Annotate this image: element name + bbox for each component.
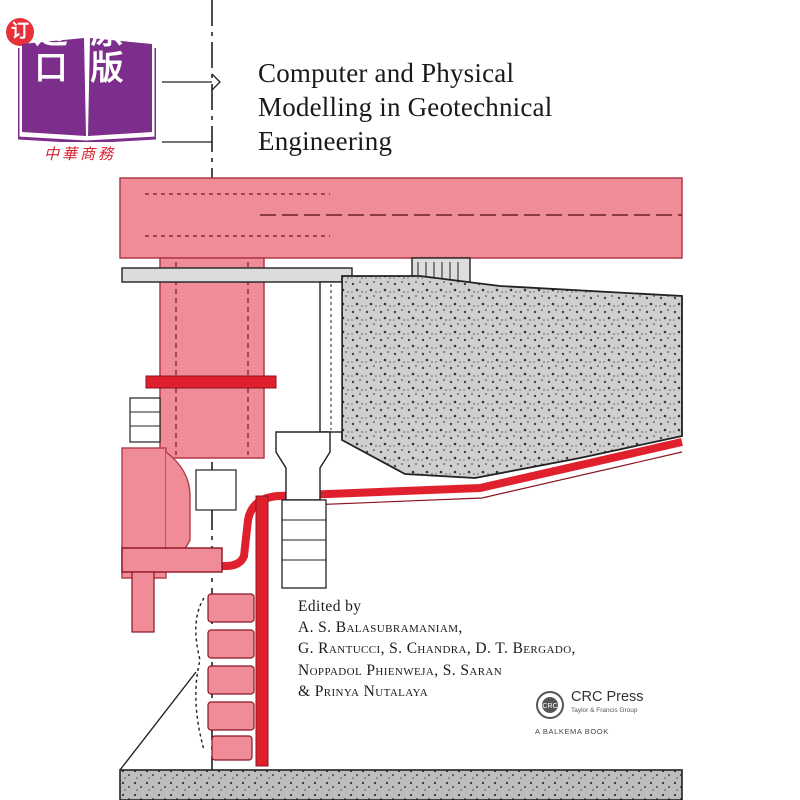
publisher-block: CRC CRC Press Taylor & Francis Group A B… [535, 689, 685, 739]
editor-line: G. Rantucci, S. Chandra, D. T. Bergado, [298, 640, 576, 658]
title-line: Engineering [258, 126, 393, 156]
book-title: Computer and Physical Modelling in Geote… [258, 56, 718, 158]
editor-line: & Prinya Nutalaya [298, 682, 429, 700]
edited-by-label: Edited by [298, 598, 362, 615]
ground-slab [119, 769, 683, 800]
center-fitting [275, 431, 331, 501]
editors-block: Edited by A. S. Balasubramaniam, G. Rant… [298, 596, 658, 702]
badge-right-text: 原版 [90, 12, 124, 87]
badge-left-text: 进口 [34, 12, 68, 87]
book-badge-icon [18, 38, 156, 142]
red-rail [130, 438, 683, 570]
publisher-name: CRC Press [571, 689, 644, 705]
upper-beam [119, 177, 683, 259]
anchor-blocks [207, 593, 255, 761]
order-badge-icon: 订 [6, 18, 34, 46]
import-badge: 订 进口 原版 中華商務 [0, 0, 165, 175]
flange-plate [121, 267, 353, 283]
concrete-haunch [341, 275, 683, 479]
publisher-group: Taylor & Francis Group [571, 707, 638, 714]
column [159, 257, 265, 459]
editor-line: Noppadol Phienweja, S. Saran [298, 661, 503, 679]
title-line: Modelling in Geotechnical [258, 92, 553, 122]
anchor-bar [255, 495, 269, 767]
editor-line: A. S. Balasubramaniam, [298, 619, 463, 637]
svg-text:CRC: CRC [542, 703, 557, 710]
publisher-imprint: A BALKEMA BOOK [535, 727, 609, 736]
badge-subtitle: 中華商務 [44, 145, 117, 163]
crc-logo-icon: CRC [536, 691, 564, 719]
title-line: Computer and Physical [258, 58, 515, 88]
